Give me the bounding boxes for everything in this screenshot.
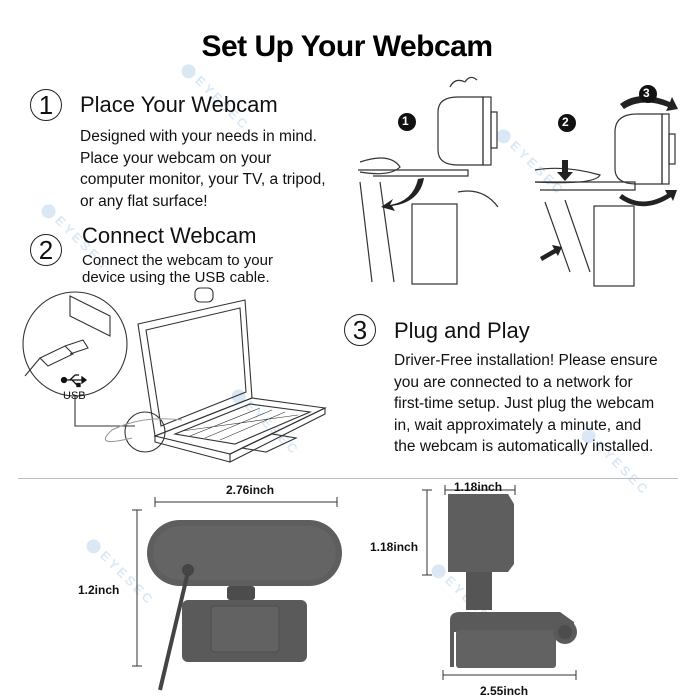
step-description: Driver-Free installation! Please ensure … xyxy=(394,352,658,455)
step-number-badge: 1 xyxy=(30,89,62,121)
section-divider xyxy=(18,478,678,479)
usb-label: USB xyxy=(63,390,86,402)
mount-badge-3: 3 xyxy=(643,86,650,100)
step-number-badge: 2 xyxy=(30,234,62,266)
dimension-front-height: 1.2inch xyxy=(78,583,120,597)
webcam-side-view: 1.18inch 1.18inch 2.55inch xyxy=(360,480,640,698)
mount-step-badges xyxy=(398,85,657,132)
mount-badge-2: 2 xyxy=(562,115,569,129)
mount-badge-1: 1 xyxy=(402,114,409,128)
step-number-badge: 3 xyxy=(344,314,376,346)
dimension-lines xyxy=(132,497,338,667)
step-description: Connect the webcam to your device using … xyxy=(82,252,273,286)
webcam-front-view: 2.76inch 1.2inch xyxy=(60,480,360,691)
laptop-usb-illustration: USB xyxy=(20,286,340,476)
mount-illustration: 1 2 3 xyxy=(340,76,694,287)
dimension-side-base-width: 2.55inch xyxy=(480,684,529,698)
dimension-side-depth: 1.18inch xyxy=(454,480,503,494)
dimension-side-height: 1.18inch xyxy=(370,540,419,554)
usb-icon xyxy=(60,374,88,388)
dimension-front-width: 2.76inch xyxy=(226,483,275,497)
step-heading: Connect Webcam xyxy=(82,223,257,248)
page-title: Set Up Your Webcam xyxy=(201,30,493,63)
step-heading: Plug and Play xyxy=(394,318,530,343)
dimension-lines xyxy=(422,485,577,680)
mount-drawing xyxy=(358,76,678,287)
step-heading: Place Your Webcam xyxy=(80,92,278,117)
laptop-drawing xyxy=(22,287,327,463)
step-description: Designed with your needs in mind. Place … xyxy=(80,128,326,210)
